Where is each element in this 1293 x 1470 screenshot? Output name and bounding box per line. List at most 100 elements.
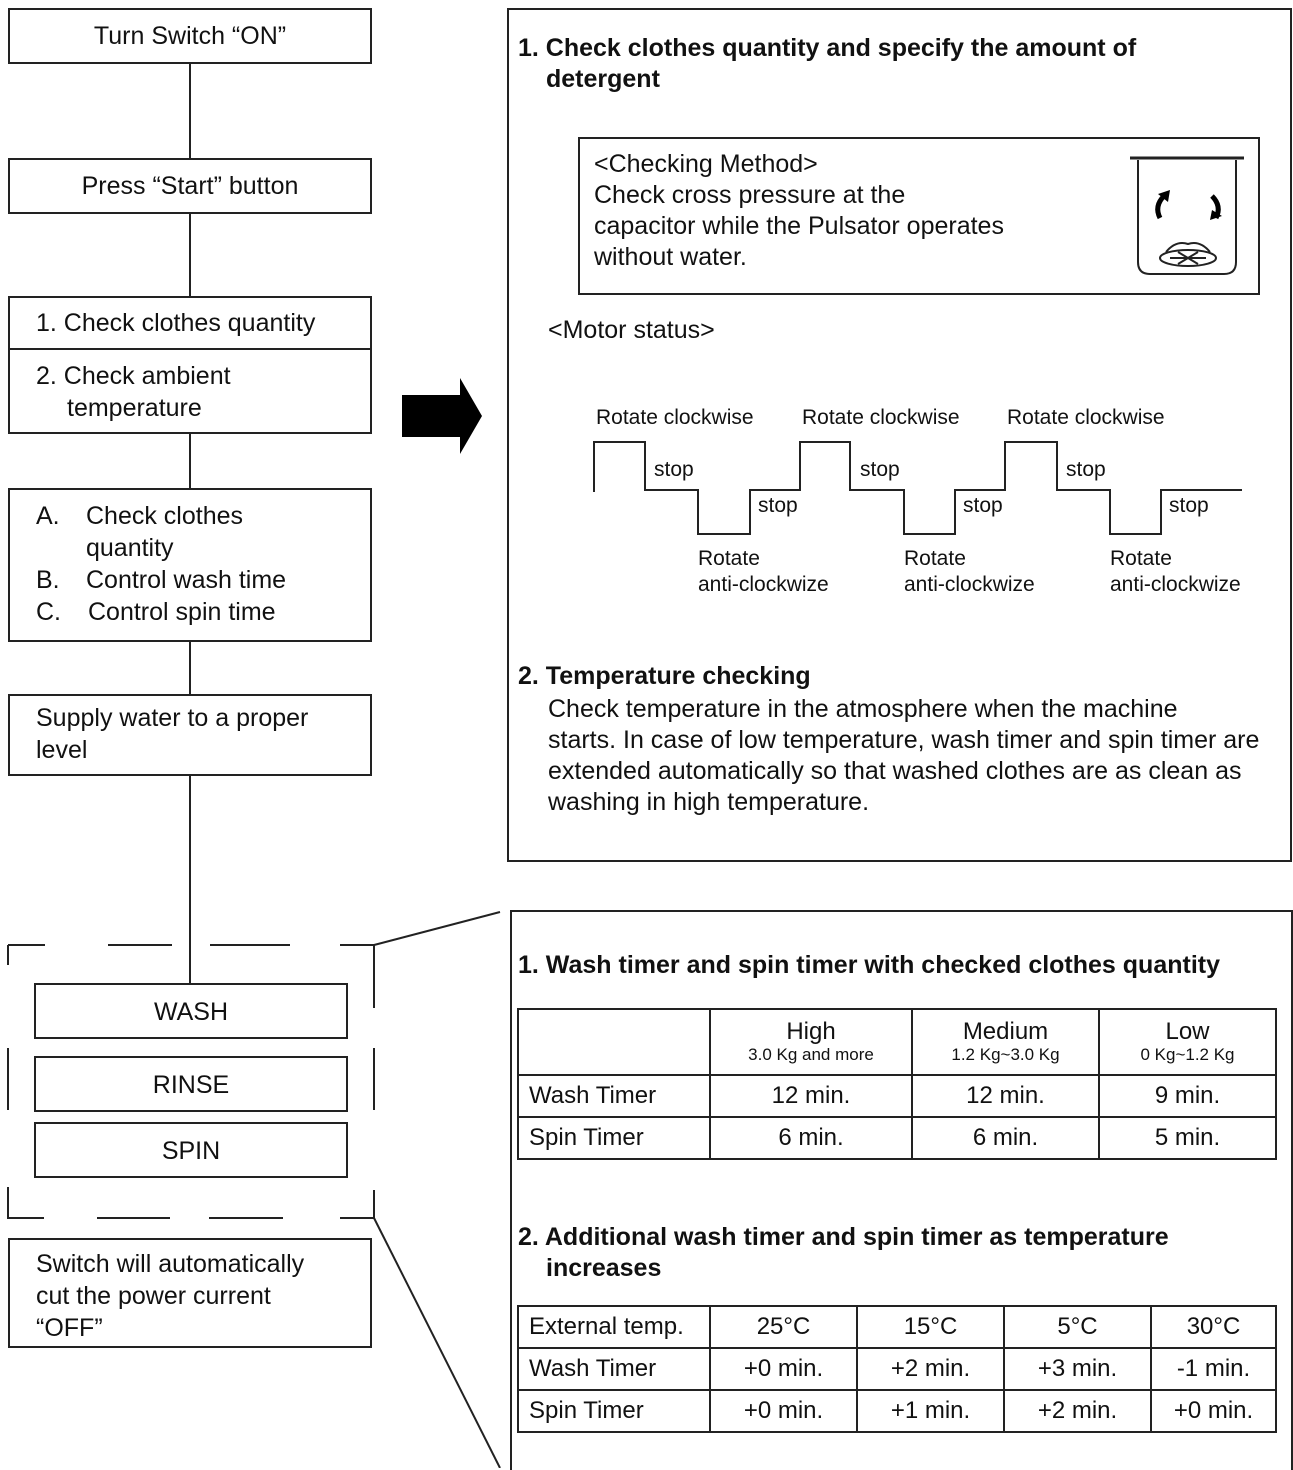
supply-line2: level [36,736,88,764]
step-c-text: Control spin time [88,598,276,626]
check-ambient-line1: 2. Check ambient [36,362,231,390]
rinse-text: RINSE [152,1071,230,1099]
label-acw-1-a: Rotate [698,547,760,570]
heading-temp-timer-line2: increases [546,1254,662,1282]
table-cell: +0 min. [709,1347,858,1391]
table-cell: -1 min. [1150,1347,1277,1391]
table-cell: 12 min. [911,1074,1100,1118]
heading-temperature: 2. Temperature checking [518,662,811,690]
press-start-text: Press “Start” button [81,172,299,200]
step-c-label: C. [36,598,61,626]
motor-status-label: <Motor status> [548,316,715,344]
label-stop-3: stop [860,458,900,481]
label-cw-3: Rotate clockwise [1007,406,1165,429]
step-a-text: Check clothes [86,502,244,530]
table-cell: 5 min. [1098,1116,1277,1160]
table-row: Spin Timer +0 min. +1 min. +2 min. +0 mi… [517,1389,1277,1433]
table-cell: +0 min. [1150,1389,1277,1433]
table-cell: +3 min. [1003,1347,1152,1391]
heading-timer-quantity: 1. Wash timer and spin timer with checke… [518,951,1221,979]
step-b: B. Control wash time [36,564,370,596]
table-cell: +2 min. [856,1347,1005,1391]
table-header-cell [517,1008,711,1076]
table-cell: 6 min. [911,1116,1100,1160]
checking-method-box: <Checking Method> Check cross pressure a… [578,137,1260,295]
heading-detergent: 1. Check clothes quantity and specify th… [518,33,1136,95]
table-row: Wash Timer 12 min. 12 min. 9 min. [517,1074,1277,1118]
label-cw-1: Rotate clockwise [596,406,754,429]
check-ambient-box: 2. Check ambient temperature [8,348,372,434]
table-row: Wash Timer +0 min. +2 min. +3 min. -1 mi… [517,1347,1277,1391]
label-acw-3: Rotate anti-clockwize [1110,546,1241,598]
table-cell: Spin Timer [517,1116,711,1160]
table-header-cell: 25°C [709,1305,858,1349]
label-stop-6: stop [1169,494,1209,517]
label-stop-2: stop [758,494,798,517]
step-a-cont: quantity [86,534,174,562]
table-header-cell: 30°C [1150,1305,1277,1349]
control-box: A. Check clothes quantity B. Control wash … [8,488,372,642]
label-acw-1: Rotate anti-clockwize [698,546,829,598]
wash-text: WASH [153,998,229,1026]
auto-off-line2: cut the power current [36,1282,271,1310]
table-cell: 9 min. [1098,1074,1277,1118]
table-cell: Wash Timer [517,1074,711,1118]
temperature-timer-table: External temp. 25°C 15°C 5°C 30°C Wash T… [517,1305,1277,1433]
check-ambient-line2: temperature [67,394,202,422]
press-start-box: Press “Start” button [8,158,372,214]
rinse-box: RINSE [34,1056,348,1112]
step-b-label: B. [36,566,60,594]
check-quantity-text: 1. Check clothes quantity [36,309,316,337]
heading-temp-timer: 2. Additional wash timer and spin timer … [518,1222,1169,1284]
table-header-cell: 5°C [1003,1305,1152,1349]
label-acw-2-a: Rotate [904,547,966,570]
label-acw-2-b: anti-clockwize [904,573,1035,596]
method-title: <Checking Method> [594,150,818,178]
motor-status-waveform [593,441,1242,535]
temp-line1: Check temperature in the atmosphere when… [548,695,1178,723]
table-cell: 12 min. [709,1074,913,1118]
step-a: A. Check clothes [36,500,370,532]
table-cell: +1 min. [856,1389,1005,1433]
switch-on-box: Turn Switch “ON” [8,8,372,64]
step-b-text: Control wash time [86,566,287,594]
washtub-icon [1130,156,1244,275]
method-line2: capacitor while the Pulsator operates [594,212,1004,240]
step-a-label: A. [36,502,60,530]
step-c: C. Control spin time [36,596,370,628]
temp-line2: starts. In case of low temperature, wash… [548,726,1260,754]
method-line3: without water. [594,243,747,271]
table-header-cell: 15°C [856,1305,1005,1349]
table-cell: +2 min. [1003,1389,1152,1433]
heading-detergent-line2: detergent [546,65,660,93]
wash-box: WASH [34,983,348,1039]
label-acw-1-b: anti-clockwize [698,573,829,596]
label-stop-5: stop [1066,458,1106,481]
heading-temp-timer-line1: 2. Additional wash timer and spin timer … [518,1223,1169,1251]
auto-off-line3: “OFF” [36,1314,103,1342]
right-arrow-icon [402,378,482,454]
label-cw-2: Rotate clockwise [802,406,960,429]
table-cell: Spin Timer [517,1389,711,1433]
label-stop-1: stop [654,458,694,481]
temp-line4: washing in high temperature. [548,788,870,816]
spin-box: SPIN [34,1122,348,1178]
table-cell: 6 min. [709,1116,913,1160]
label-acw-3-a: Rotate [1110,547,1172,570]
switch-on-text: Turn Switch “ON” [93,22,287,50]
temperature-description: Check temperature in the atmosphere when… [548,694,1259,818]
auto-off-box: Switch will automatically cut the power … [8,1238,372,1348]
table-row: Spin Timer 6 min. 6 min. 5 min. [517,1116,1277,1160]
supply-water-box: Supply water to a proper level [8,694,372,776]
temp-line3: extended automatically so that washed cl… [548,757,1242,785]
table-cell: +0 min. [709,1389,858,1433]
label-stop-4: stop [963,494,1003,517]
supply-line1: Supply water to a proper [36,704,309,732]
check-quantity-box: 1. Check clothes quantity [8,296,372,350]
